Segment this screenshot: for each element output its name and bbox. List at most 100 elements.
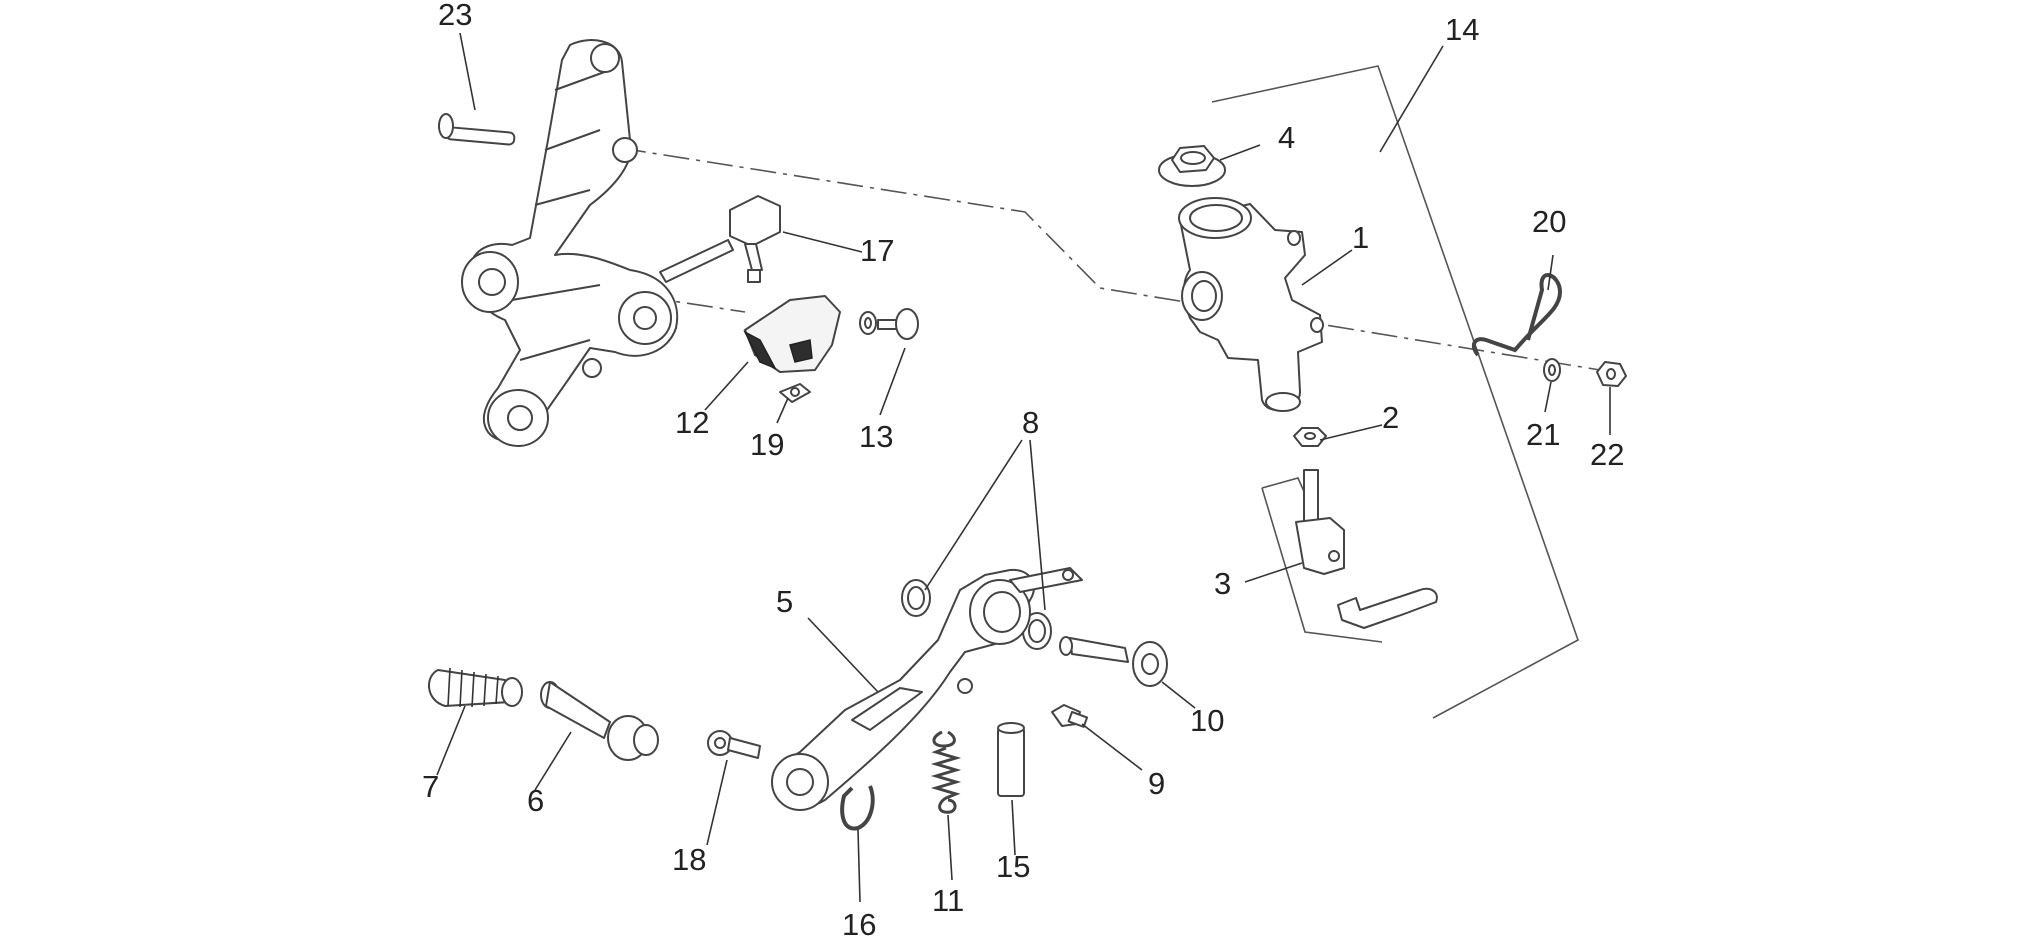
- leader-lines: [436, 32, 1611, 903]
- spring-clip-20-wire: [1471, 273, 1563, 357]
- leader-1: [1301, 249, 1353, 286]
- washer-21-hole: [1548, 364, 1556, 376]
- pushrod-3-thread: [1303, 469, 1319, 523]
- footrest-lower-hole: [633, 306, 657, 330]
- heel-guard-12-shadow: [743, 330, 777, 370]
- callout-13: 13: [859, 419, 893, 454]
- nut-22: [1596, 361, 1627, 387]
- switch-17-body: [729, 195, 781, 247]
- return-spring-11-coil: [930, 730, 962, 814]
- pushrod-3-pin-clip: [1337, 587, 1438, 629]
- master-cylinder-1: [1178, 197, 1324, 412]
- master-cylinder-1-reservoir-opening: [1189, 204, 1243, 232]
- master-cylinder-1-lower-mount: [1310, 317, 1324, 333]
- callout-21: 21: [1526, 417, 1560, 452]
- bolt-23-shank: [445, 126, 516, 146]
- clip-19: [779, 383, 811, 403]
- o-ring-8-left-hole: [907, 586, 925, 610]
- pivot-bolt-10-thread: [1069, 637, 1129, 663]
- return-spring-11: [930, 730, 962, 814]
- pedal-pin-6-tip: [633, 724, 659, 756]
- cap-4: [1158, 145, 1226, 187]
- cap-4-top: [1180, 151, 1206, 165]
- leader-21: [1544, 381, 1552, 413]
- brake-lever-5-pedal-hole: [786, 768, 814, 796]
- leader-4: [1219, 144, 1261, 161]
- switch-17-rod: [659, 239, 734, 283]
- callout-20: 20: [1532, 204, 1566, 239]
- footrest-bracket: [461, 39, 679, 447]
- leader-19: [776, 397, 789, 424]
- master-cylinder-1-outlet: [1265, 392, 1301, 412]
- screw-18-thread: [727, 737, 761, 759]
- switch-17: [659, 195, 781, 283]
- screw-13: [859, 308, 919, 340]
- leader-16: [857, 829, 861, 903]
- heel-guard-12: [743, 295, 841, 373]
- brake-lever-5-tab-hole: [1062, 569, 1074, 581]
- leader-10: [1161, 681, 1196, 709]
- callout-19: 19: [750, 427, 784, 462]
- pivot-bolt-10-tip: [1059, 636, 1073, 656]
- pivot-bolt-10-socket: [1141, 653, 1159, 675]
- callout-16: 16: [842, 907, 876, 938]
- leader-11: [947, 814, 953, 881]
- callout-2: 2: [1382, 400, 1399, 435]
- leader-8: [924, 439, 1046, 611]
- bolt-23: [438, 113, 516, 146]
- leader-2: [1319, 424, 1383, 441]
- switch-17-stem: [744, 243, 763, 271]
- nut-2: [1293, 427, 1327, 447]
- brake-lever-5: [771, 567, 1083, 811]
- leader-20: [1547, 254, 1554, 291]
- footrest-mid-hole: [612, 137, 638, 163]
- bolt-9: [1051, 704, 1089, 728]
- callout-11: 11: [932, 883, 964, 918]
- pushrod-3: [1295, 469, 1438, 629]
- brake-lever-5-slot: [851, 687, 923, 731]
- footrest-bracket-body: [468, 39, 679, 442]
- brake-lever-5-link-hole: [957, 678, 973, 694]
- callout-3: 3: [1214, 566, 1231, 601]
- nut-2-hole: [1304, 432, 1316, 440]
- washer-21: [1543, 358, 1561, 382]
- callout-22: 22: [1590, 437, 1624, 472]
- leader-7: [436, 705, 466, 776]
- pedal-rubber-7-ribs: [447, 667, 499, 708]
- callout-23: 23: [438, 0, 472, 32]
- callout-labels: 1 2 3 4 5 6 7 8 9 10 11 12 13 14 15 16 1…: [422, 0, 1624, 938]
- leader-6: [534, 731, 572, 791]
- leader-15: [1011, 799, 1016, 856]
- pedal-pin-6: [540, 681, 659, 761]
- bolt-23-head: [438, 113, 454, 139]
- heel-guard-12-recess: [789, 339, 813, 363]
- bushing-15-top: [997, 722, 1025, 734]
- callout-7: 7: [422, 769, 439, 804]
- leader-23: [459, 32, 476, 111]
- pushrod-3-clevis-hole: [1328, 550, 1340, 562]
- brake-lever-5-pivot-hole: [983, 591, 1021, 633]
- pedal-rubber-7: [428, 667, 523, 708]
- callout-4: 4: [1278, 120, 1295, 155]
- bushing-15-tube: [997, 727, 1025, 797]
- footrest-small-hole: [582, 358, 602, 378]
- circlip-16: [840, 785, 875, 831]
- bushing-15: [997, 722, 1025, 797]
- footrest-bracket-ribs: [511, 69, 611, 361]
- callout-10: 10: [1190, 703, 1224, 738]
- master-cylinder-1-port-hole: [1191, 280, 1217, 312]
- leader-3: [1244, 562, 1303, 583]
- o-rings-8: [901, 579, 1052, 650]
- callout-5: 5: [776, 584, 793, 619]
- callout-9: 9: [1148, 766, 1165, 801]
- spring-clip-20: [1471, 273, 1563, 357]
- master-cylinder-1-upper-mount: [1287, 230, 1301, 246]
- clip-19-hole: [790, 387, 800, 397]
- pedal-pin-6-shaft: [545, 681, 611, 739]
- screw-13-washer-hole: [864, 317, 872, 329]
- callout-8: 8: [1022, 405, 1039, 440]
- kit-3-bracket-bottom: [1261, 487, 1383, 643]
- callout-12: 12: [675, 405, 709, 440]
- pedal-rubber-7-end: [501, 677, 523, 707]
